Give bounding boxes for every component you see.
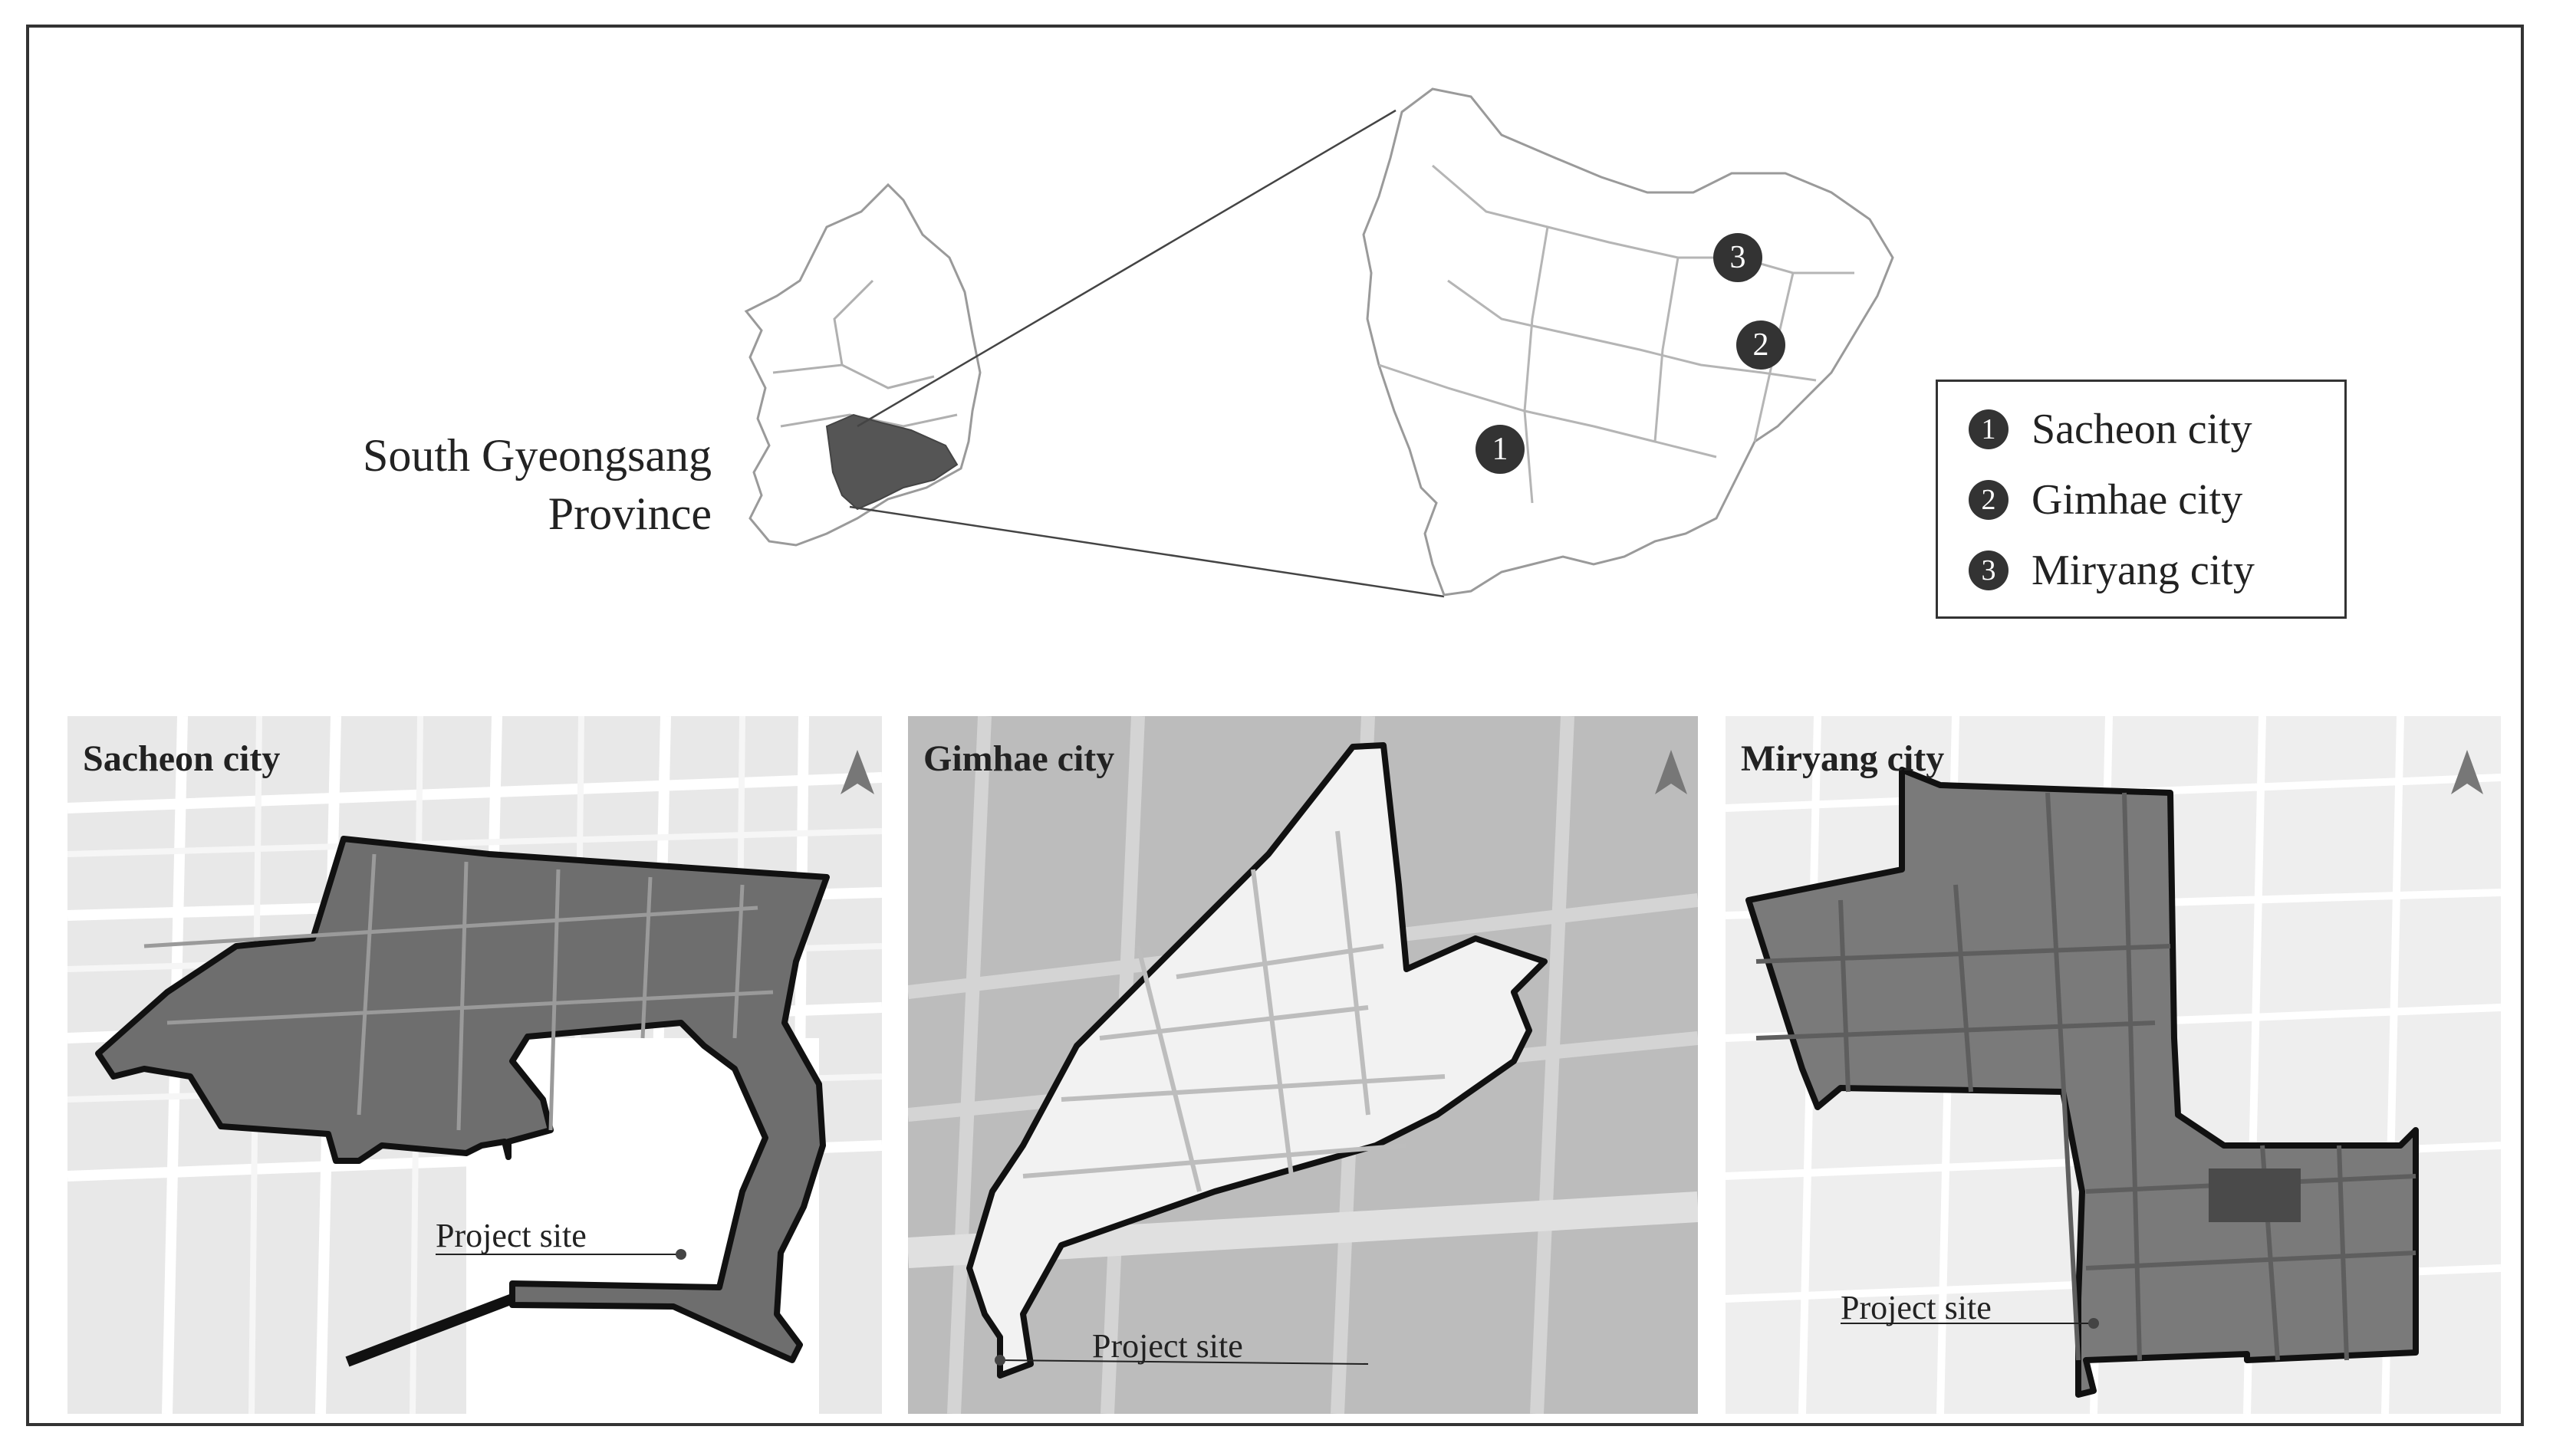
panel-miryang: Miryang city Project site bbox=[1726, 716, 2501, 1414]
sacheon-map bbox=[67, 716, 882, 1414]
project-site-label: Project site bbox=[1092, 1327, 1243, 1365]
legend-item: 2 Gimhae city bbox=[1969, 469, 2242, 531]
project-site-label: Project site bbox=[436, 1217, 587, 1254]
panel-gimhae: Gimhae city Project site bbox=[908, 716, 1698, 1414]
region-label-line2: Province bbox=[548, 488, 712, 539]
legend-label: Miryang city bbox=[2032, 547, 2255, 594]
province-outline bbox=[1362, 87, 1894, 597]
panel-sacheon: Sacheon city Project site bbox=[67, 716, 882, 1414]
legend-marker: 3 bbox=[1969, 551, 2009, 590]
legend-item: 3 Miryang city bbox=[1969, 540, 2255, 601]
gimhae-site-boundary bbox=[966, 742, 1548, 1379]
figure-frame: 1 2 3 South Gyeongsang Province 1 Sacheo… bbox=[26, 25, 2524, 1426]
map-marker-1: 1 bbox=[1476, 425, 1525, 474]
legend-label: Sacheon city bbox=[2032, 406, 2252, 453]
region-label-line1: South Gyeongsang bbox=[363, 430, 712, 481]
project-site-label: Project site bbox=[1841, 1289, 1992, 1326]
miryang-map bbox=[1726, 716, 2501, 1414]
panel-title: Miryang city bbox=[1741, 738, 1945, 779]
legend: 1 Sacheon city 2 Gimhae city 3 Miryang c… bbox=[1936, 380, 2347, 619]
legend-label: Gimhae city bbox=[2032, 476, 2243, 524]
legend-marker: 1 bbox=[1969, 409, 2009, 449]
panel-title: Sacheon city bbox=[83, 738, 281, 779]
region-label: South Gyeongsang Province bbox=[259, 426, 712, 543]
province-highlight bbox=[825, 413, 959, 511]
gimhae-map bbox=[908, 716, 1698, 1414]
legend-item: 1 Sacheon city bbox=[1969, 399, 2252, 460]
map-marker-3: 3 bbox=[1713, 233, 1762, 282]
miryang-site-boundary bbox=[1745, 767, 2419, 1398]
legend-marker: 2 bbox=[1969, 480, 2009, 520]
map-marker-2: 2 bbox=[1736, 320, 1785, 370]
panel-title: Gimhae city bbox=[923, 738, 1115, 779]
